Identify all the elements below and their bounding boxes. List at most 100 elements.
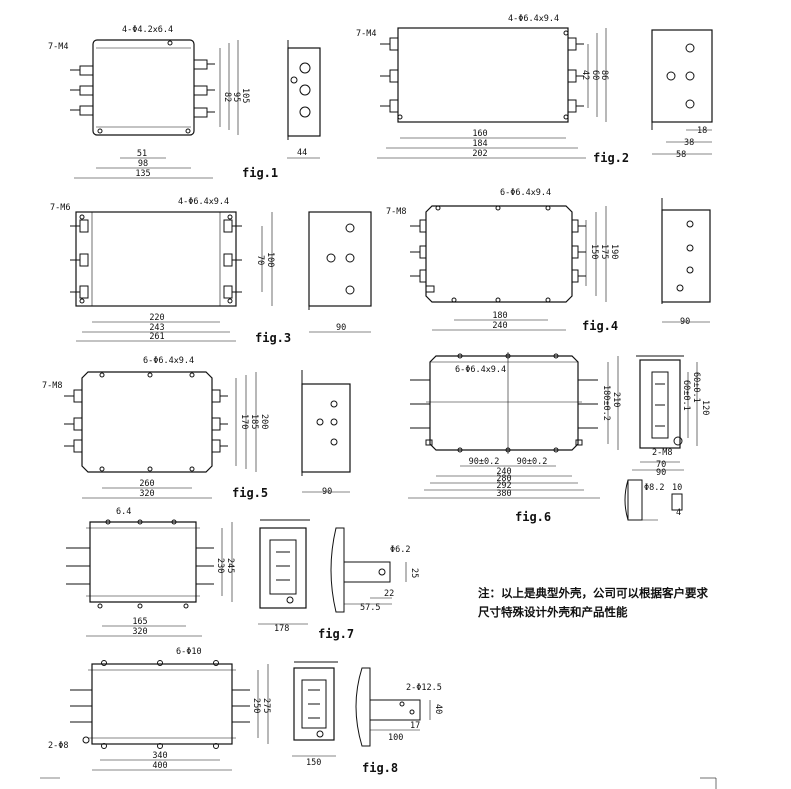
fig6-s3: 60±0.1: [691, 372, 701, 403]
fig6-s5: 70: [656, 460, 666, 470]
fig2-drawing: 160 184 202 42 60 86 4-Φ6.4ⅹ9.4 7-M4 18 …: [356, 14, 713, 165]
fig8-h2: 275: [261, 698, 271, 713]
fig3-side: 90: [336, 323, 346, 333]
fig6-w2: 280: [496, 474, 511, 484]
fig1-side: 44: [297, 148, 307, 158]
fig1-h2: 95: [231, 92, 241, 102]
fig8-b1: 2-Φ12.5: [406, 683, 442, 693]
fig6-s2: 60±0.1: [681, 380, 691, 411]
fig1-caption: fig.1: [242, 166, 278, 180]
fig8-side: 150: [306, 758, 321, 768]
fig6-s4: 2-M8: [652, 448, 672, 458]
fig2-w2: 184: [472, 139, 487, 149]
fig5-caption: fig.5: [232, 486, 268, 500]
fig6-d2: 10: [672, 483, 682, 493]
fig4-drawing: 180 240 150 175 190 6-Φ6.4ⅹ9.4 7-M8 90 f…: [386, 188, 711, 333]
fig7-drawing: 165 320 230 245 6.4 178 Φ6.2 25 22 57.5 …: [66, 507, 419, 641]
fig3-holes: 4-Φ6.4ⅹ9.4: [178, 197, 229, 207]
fig6-caption: fig.6: [515, 510, 551, 524]
fig4-side: 90: [680, 317, 690, 327]
fig2-s2: 38: [684, 138, 694, 148]
fig2-s1: 18: [697, 126, 707, 136]
design-note: 注：以上是典型外壳，公司可以根据客户要求尺寸特殊设计外壳和产品性能: [478, 586, 708, 619]
fig7-b1: Φ6.2: [390, 545, 410, 555]
fig8-b4: 100: [388, 733, 403, 743]
fig3-w3: 261: [149, 332, 164, 342]
fig8-terminal: 2-Φ8: [48, 741, 68, 751]
fig1-w1: 51: [137, 149, 147, 159]
fig8-holes: 6-Φ10: [176, 647, 202, 657]
fig1-h3: 105: [240, 88, 250, 103]
fig2-h1: 42: [580, 70, 590, 80]
fig6-w4: 380: [496, 489, 511, 499]
fig7-caption: fig.7: [318, 627, 354, 641]
fig4-w1: 180: [492, 311, 507, 321]
fig7-b3: 22: [384, 589, 394, 599]
fig6-h1: 180±0.2: [601, 385, 611, 421]
fig6-h2: 210: [611, 392, 621, 407]
fig4-h2: 175: [599, 244, 609, 259]
fig7-b4: 57.5: [360, 603, 380, 613]
fig3-caption: fig.3: [255, 331, 291, 345]
fig1-h1: 82: [222, 92, 232, 102]
fig8-h1: 250: [251, 698, 261, 713]
fig3-w2: 243: [149, 323, 164, 333]
fig3-w1: 220: [149, 313, 164, 323]
fig6-w0a: 90±0.2: [469, 457, 500, 467]
fig7-holes: 6.4: [116, 507, 131, 517]
fig7-h1: 230: [215, 558, 225, 573]
fig5-h3: 200: [259, 414, 269, 429]
fig1-holes: 4-Φ4.2ⅹ6.4: [122, 25, 173, 35]
fig5-h2: 185: [249, 414, 259, 429]
fig7-side: 178: [274, 624, 289, 634]
fig7-w1: 165: [132, 617, 147, 627]
fig4-w2: 240: [492, 321, 507, 331]
fig4-terminal: 7-M8: [386, 207, 406, 217]
fig2-holes: 4-Φ6.4ⅹ9.4: [508, 14, 559, 24]
fig4-holes: 6-Φ6.4ⅹ9.4: [500, 188, 551, 198]
fig8-b3: 17: [410, 721, 420, 731]
fig7-w2: 320: [132, 627, 147, 637]
fig7-h2: 245: [225, 558, 235, 573]
fig6-drawing: 90±0.2 90±0.2 240 280 292 380 180±0.2 21…: [408, 352, 710, 524]
fig6-s1: 120: [700, 400, 710, 415]
fig1-terminal: 7-M4: [48, 42, 68, 52]
fig3-drawing: 220 243 261 70 100 4-Φ6.4ⅹ9.4 7-M6 90 fi…: [50, 197, 372, 345]
fig5-w2: 320: [139, 489, 154, 499]
fig6-w0b: 90±0.2: [517, 457, 548, 467]
fig2-w1: 160: [472, 129, 487, 139]
fig1-drawing: 51 98 135 82 95 105 4-Φ4.2ⅹ6.4 7-M4 44 f…: [48, 25, 321, 180]
fig8-caption: fig.8: [362, 761, 398, 775]
fig7-b2: 25: [409, 568, 419, 578]
fig8-drawing: 340 400 250 275 6-Φ10 2-Φ8 150 2-Φ12.5 4…: [48, 647, 443, 775]
fig2-h2: 60: [590, 70, 600, 80]
fig2-terminal: 7-M4: [356, 29, 376, 39]
fig2-side: 58: [676, 150, 686, 160]
fig5-side: 90: [322, 487, 332, 497]
fig3-h1: 70: [255, 255, 265, 265]
fig6-s6: 90: [656, 468, 666, 478]
fig2-w3: 202: [472, 149, 487, 159]
fig6-d3: 4: [676, 508, 681, 518]
fig8-w1: 340: [152, 751, 167, 761]
fig6-w1: 240: [496, 467, 511, 477]
fig2-h3: 86: [599, 70, 609, 80]
fig3-h2: 100: [265, 252, 275, 267]
fig5-holes: 6-Φ6.4ⅹ9.4: [143, 356, 194, 366]
fig3-terminal: 7-M6: [50, 203, 70, 213]
fig1-w2: 98: [138, 159, 148, 169]
fig8-b2: 40: [433, 704, 443, 714]
fig8-w2: 400: [152, 761, 167, 771]
fig4-h3: 190: [609, 244, 619, 259]
fig2-caption: fig.2: [593, 151, 629, 165]
fig1-w3: 135: [135, 169, 150, 179]
fig4-caption: fig.4: [582, 319, 618, 333]
fig5-terminal: 7-M8: [42, 381, 62, 391]
fig5-h1: 170: [239, 414, 249, 429]
fig5-drawing: 260 320 170 185 200 6-Φ6.4ⅹ9.4 7-M8 90 f…: [42, 356, 351, 500]
fig5-w1: 260: [139, 479, 154, 489]
fig6-d1: Φ8.2: [644, 483, 664, 493]
fig6-holes: 6-Φ6.4ⅹ9.4: [455, 365, 506, 375]
fig4-h1: 150: [589, 244, 599, 259]
